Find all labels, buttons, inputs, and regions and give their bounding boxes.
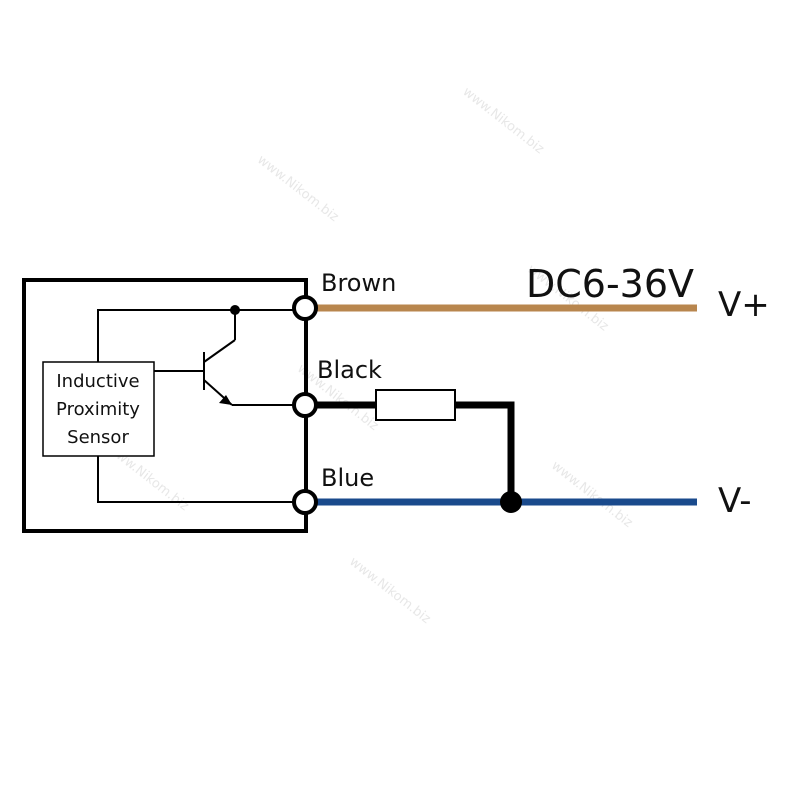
brown-wire-label: Brown [321,269,396,297]
blue-terminal [292,489,318,515]
sensor-label-line-2: Proximity [56,399,140,420]
sensor-block [42,361,155,457]
watermark-text: www.Nikom.biz [548,458,635,531]
internal-bottom-wire [97,456,305,503]
positive-rail-label: V+ [718,285,770,325]
negative-rail-label: V- [718,481,752,521]
watermark-text: www.Nikom.biz [254,152,341,225]
black-wire-segment [455,401,515,502]
sensor-label-line-1: Inductive [56,371,139,392]
internal-top-wire [97,309,305,362]
watermark-layer: www.Nikom.biz www.Nikom.biz www.Nikom.bi… [104,84,635,627]
transistor-emitter-arrow [219,395,232,405]
brown-terminal [292,295,318,321]
internal-junction-dot [230,305,240,315]
black-terminal [292,392,318,418]
npn-transistor-symbol [203,339,236,406]
supply-voltage-label: DC6-36V [526,262,694,306]
watermark-text: www.Nikom.biz [346,554,433,627]
watermark-text: www.Nikom.biz [460,84,547,157]
black-wire-label: Black [317,356,382,384]
load-junction-dot [500,491,522,513]
blue-wire-label: Blue [321,464,374,492]
load-resistor [375,389,456,421]
sensor-label-line-3: Sensor [67,427,129,448]
transistor-collector-leg [203,339,236,363]
